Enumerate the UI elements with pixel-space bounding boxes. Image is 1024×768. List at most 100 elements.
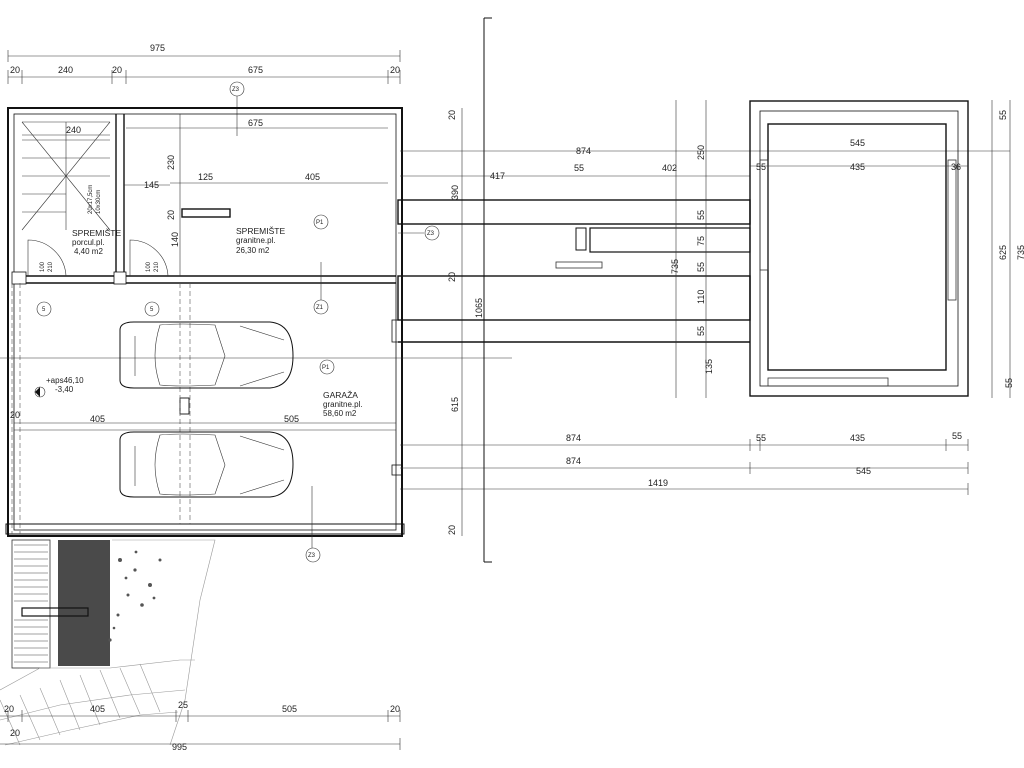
svg-text:405: 405 — [90, 414, 105, 424]
svg-text:36: 36 — [951, 162, 961, 172]
svg-text:402: 402 — [662, 163, 677, 173]
svg-text:625: 625 — [998, 245, 1008, 260]
svg-text:5: 5 — [42, 307, 46, 313]
svg-text:735: 735 — [670, 259, 680, 274]
svg-text:20: 20 — [447, 525, 457, 535]
svg-text:545: 545 — [856, 466, 871, 476]
room-small-storage-name: SPREMIŠTE — [72, 228, 121, 238]
svg-text:615: 615 — [450, 397, 460, 412]
svg-text:874: 874 — [566, 456, 581, 466]
section-tag-z3-bottom: Z3 — [305, 486, 321, 563]
right-bottom-dimensions: 874 55 435 55 874 545 1419 — [400, 431, 969, 495]
svg-text:55: 55 — [998, 110, 1008, 120]
level-marker: +aps46,10 -3,40 — [34, 376, 84, 398]
svg-text:435: 435 — [850, 433, 865, 443]
svg-text:874: 874 — [576, 146, 591, 156]
svg-text:210: 210 — [154, 261, 160, 272]
dim-top-seg2: 240 — [58, 65, 73, 75]
svg-text:735: 735 — [1016, 245, 1024, 260]
tag-p1-garage: P1 — [322, 365, 330, 371]
svg-text:100: 100 — [146, 261, 152, 272]
svg-text:1419: 1419 — [648, 478, 668, 488]
car-bottom — [119, 431, 294, 498]
svg-text:20: 20 — [4, 704, 14, 714]
room-small-storage-floor: porcul.pl. — [72, 238, 104, 247]
svg-text:Z3: Z3 — [308, 553, 316, 559]
svg-text:100: 100 — [40, 261, 46, 272]
dim-bottom-total: 995 — [172, 742, 187, 752]
svg-text:25: 25 — [178, 700, 188, 710]
room-garage-area: 58,60 m2 — [323, 409, 357, 418]
svg-text:435: 435 — [850, 162, 865, 172]
svg-text:250: 250 — [696, 145, 706, 160]
garage-guides: 20 405 505 — [0, 283, 512, 534]
svg-text:240: 240 — [66, 125, 81, 135]
column-tags: 5 5 Z1 — [36, 262, 329, 317]
room-small-storage-area: 4,40 m2 — [74, 247, 103, 256]
staircase: 20x17,5cm 10x30cm — [21, 121, 111, 231]
room-storage-area: 26,30 m2 — [236, 246, 270, 255]
svg-text:20: 20 — [390, 704, 400, 714]
room-storage: SPREMIŠTE granitne.pl. 26,30 m2 P1 — [236, 214, 329, 255]
svg-text:20: 20 — [447, 272, 457, 282]
svg-text:55: 55 — [574, 163, 584, 173]
room-garage-name: GARAŽA — [323, 390, 358, 400]
tag-z1: Z1 — [316, 305, 324, 311]
stair-note-2: 10x30cm — [96, 190, 102, 214]
svg-text:Z3: Z3 — [232, 87, 240, 93]
svg-text:1065: 1065 — [474, 298, 484, 318]
section-tag-z3-mid: Z3 — [427, 231, 435, 237]
doors: 100 210 100 210 — [27, 239, 169, 277]
building-walls — [5, 107, 405, 537]
svg-text:55: 55 — [696, 326, 706, 336]
pool-plan: 545 55 435 36 55 625 735 55 — [749, 100, 1024, 398]
svg-text:405: 405 — [90, 704, 105, 714]
svg-text:505: 505 — [284, 414, 299, 424]
tag-p1-store: P1 — [316, 220, 324, 226]
section-tag-z3-top: Z3 — [229, 81, 245, 136]
svg-text:110: 110 — [696, 290, 706, 304]
svg-text:135: 135 — [704, 359, 714, 374]
svg-text:20: 20 — [10, 410, 20, 420]
svg-text:140: 140 — [170, 232, 180, 247]
svg-text:210: 210 — [48, 261, 54, 272]
svg-text:55: 55 — [696, 210, 706, 220]
exterior-ramp — [0, 539, 216, 746]
svg-text:20: 20 — [447, 110, 457, 120]
svg-text:5: 5 — [150, 307, 154, 313]
svg-text:390: 390 — [450, 185, 460, 200]
section-drawing: 20 390 20 1065 615 20 874 417 55 402 735… — [397, 17, 1010, 563]
interior-dimensions: 240 675 145 125 405 230 20 140 — [22, 114, 388, 276]
svg-text:20: 20 — [10, 728, 20, 738]
svg-text:125: 125 — [198, 172, 213, 182]
dim-top-seg5: 20 — [390, 65, 400, 75]
svg-text:55: 55 — [952, 431, 962, 441]
svg-text:545: 545 — [850, 138, 865, 148]
svg-text:230: 230 — [166, 155, 176, 170]
room-garage-floor: granitne.pl. — [323, 400, 363, 409]
bottom-dimension-chain: 20 405 25 505 20 20 995 — [0, 700, 401, 752]
svg-text:874: 874 — [566, 433, 581, 443]
top-dimension-chain: 975 20 240 20 675 20 — [7, 43, 401, 84]
svg-text:55: 55 — [1004, 378, 1014, 388]
svg-text:145: 145 — [144, 180, 159, 190]
dim-top-seg4: 675 — [248, 65, 263, 75]
car-top — [119, 321, 294, 389]
level-relative: -3,40 — [55, 385, 74, 394]
svg-text:505: 505 — [282, 704, 297, 714]
svg-text:405: 405 — [305, 172, 320, 182]
svg-text:675: 675 — [248, 118, 263, 128]
room-storage-floor: granitne.pl. — [236, 236, 276, 245]
svg-text:75: 75 — [696, 236, 706, 246]
room-garage: GARAŽA granitne.pl. 58,60 m2 P1 — [319, 359, 363, 418]
level-absolute: +aps46,10 — [46, 376, 84, 385]
room-small-storage: SPREMIŠTE porcul.pl. 4,40 m2 — [72, 228, 121, 256]
svg-text:55: 55 — [696, 262, 706, 272]
dim-top-seg3: 20 — [112, 65, 122, 75]
dim-top-total: 975 — [150, 43, 165, 53]
svg-text:55: 55 — [756, 433, 766, 443]
room-storage-name: SPREMIŠTE — [236, 226, 285, 236]
svg-text:55: 55 — [756, 162, 766, 172]
svg-text:417: 417 — [490, 171, 505, 181]
